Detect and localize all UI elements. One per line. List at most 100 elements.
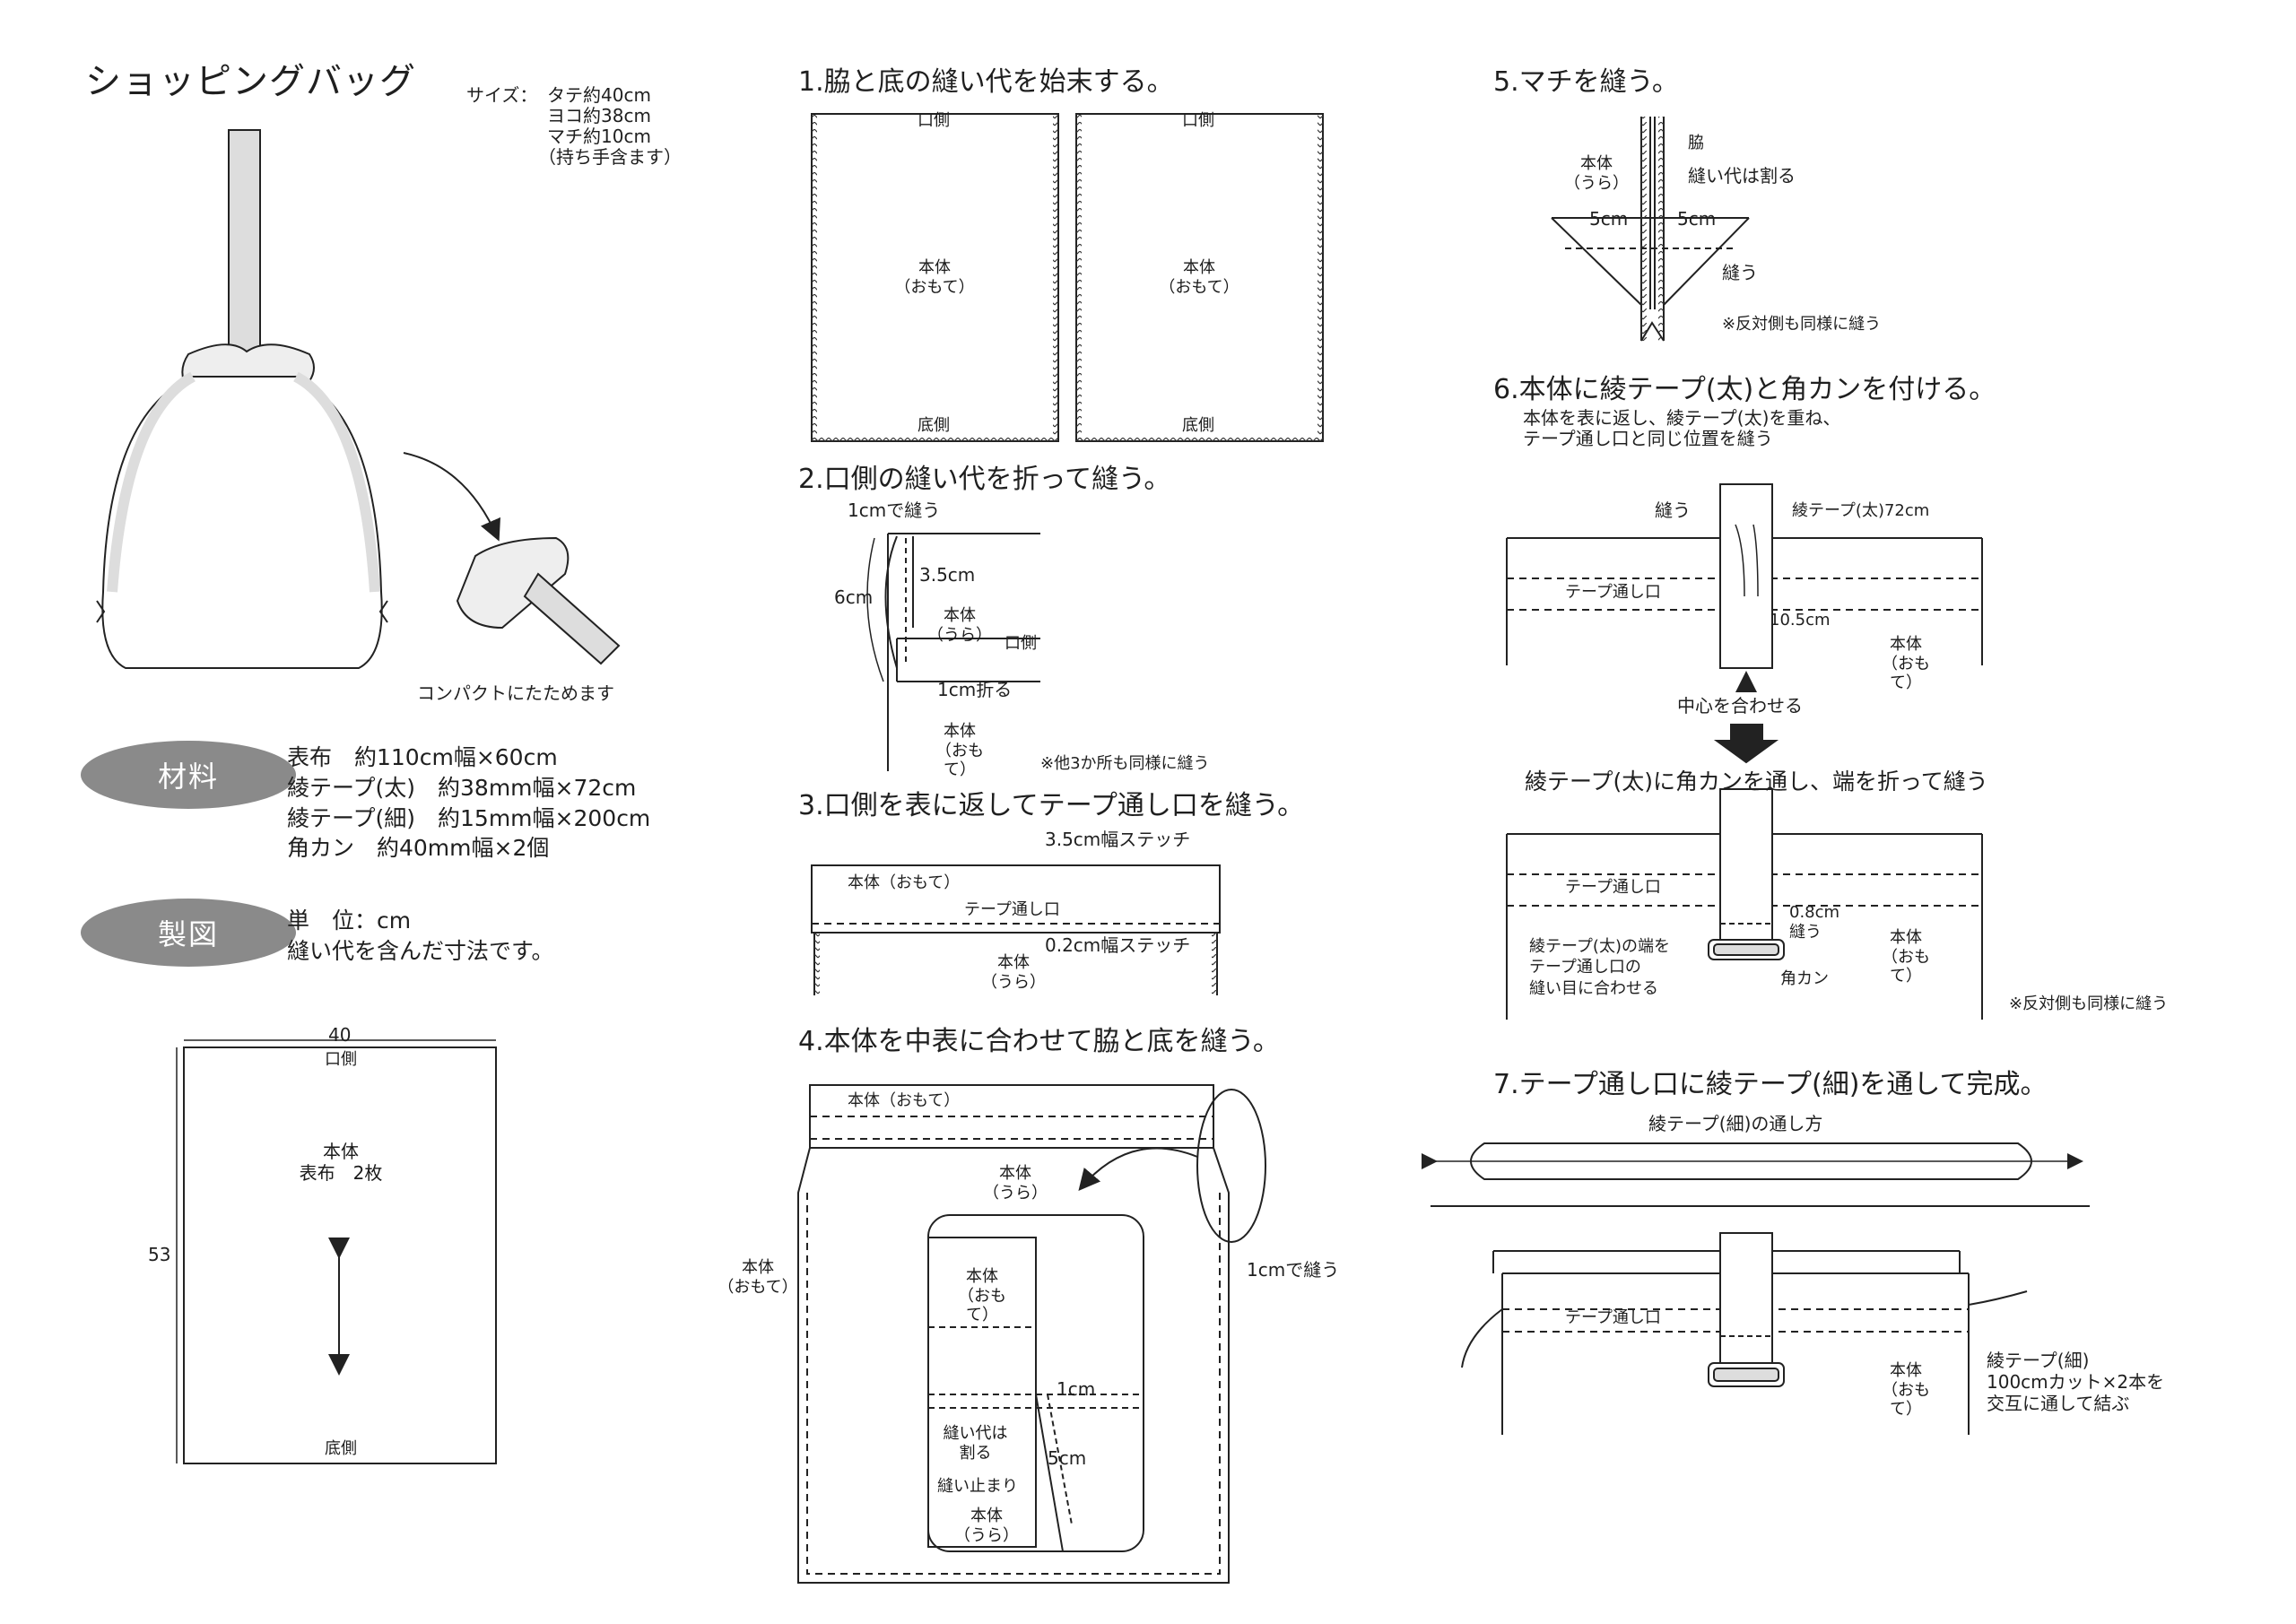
step4-inset-body-back: 本体 （うら） (951, 1507, 1022, 1545)
step4-body-face-side: 本体 （おもて） (718, 1258, 798, 1297)
body-label: 本体 (944, 722, 976, 741)
step6-instructions: 本体を表に返し、綾テープ(太)を重ね、 テープ通し口と同じ位置を縫う (1523, 408, 1840, 449)
step1-body-right: 本体 （おもて） (1145, 258, 1253, 297)
step6-tape72: 綾テープ(太)72cm (1792, 501, 1930, 520)
step1-top-left: 口側 (918, 111, 950, 130)
pattern-note-line: 縫い代を含んだ寸法です。 (287, 937, 554, 964)
step5-5cm-right: 5cm (1677, 208, 1717, 230)
back-label: （うら） (983, 1183, 1048, 1203)
step7-illustration (1422, 1142, 2090, 1435)
body-label: 本体 (997, 953, 1030, 972)
step6-title: 6.本体に綾テープ(太)と角カンを付ける。 (1493, 374, 1996, 405)
body-label: 本体 (1890, 635, 1922, 654)
step7-route: 綾テープ(細)の通し方 (1648, 1113, 1823, 1134)
step3-stitch35: 3.5cm幅ステッチ (1045, 829, 1191, 850)
step6-bottom-illustration (1506, 788, 1983, 1020)
step6-center: 中心を合わせる (1677, 695, 1803, 716)
step6-channel: テープ通し口 (1565, 583, 1661, 602)
step6-end-note: 綾テープ(太)の端を テープ通し口の 縫い目に合わせる (1529, 936, 1670, 999)
step4-sew-label: 1cmで縫う (1247, 1259, 1340, 1281)
pattern-width: 40 (328, 1024, 352, 1046)
face-label: （おもて） (894, 277, 975, 297)
step5-body-back: 本体 （うら） (1561, 154, 1632, 193)
step5-sew: 縫う (1722, 262, 1758, 283)
step2-body-back: 本体 （うら） (924, 606, 996, 645)
face-label: （おもて） (1882, 947, 1930, 986)
face-label: （おもて） (958, 1286, 1006, 1325)
step2-fold-label: 1cm折る (937, 679, 1013, 700)
step6-08: 0.8cm (1789, 903, 1840, 922)
step7-tape-note: 綾テープ(細) 100cmカット×2本を 交互に通して結ぶ (1987, 1350, 2164, 1414)
size-list: タテ約40cm ヨコ約38cm マチ約10cm （持ち手含ます） (538, 85, 682, 168)
body-label: 本体 (1890, 1361, 1922, 1380)
step2-sew-label: 1cmで縫う (848, 499, 941, 521)
pattern-piece (176, 1039, 497, 1464)
materials-list: 表布 約110cm幅×60cm 綾テープ(太) 約38mm幅×72cm 綾テープ… (287, 743, 650, 864)
step4-body-face: 本体（おもて） (848, 1091, 961, 1110)
step2-35-label: 3.5cm (919, 564, 976, 586)
face-label: （おもて） (718, 1277, 798, 1297)
step5-side: 脇 (1688, 134, 1704, 152)
material-line: 綾テープ(太) 約38mm幅×72cm (287, 774, 637, 801)
step7-title: 7.テープ通し口に綾テープ(細)を通して完成。 (1493, 1069, 2048, 1100)
step4-5cm: 5cm (1048, 1447, 1087, 1469)
pattern-body: 本体 (323, 1141, 359, 1162)
step6-note: ※反対側も同様に縫う (2009, 994, 2169, 1013)
step4-stop: 縫い止まり (937, 1477, 1018, 1496)
step6-line: テープ通し口と同じ位置を縫う (1523, 428, 1773, 449)
pattern-bottom-label: 底側 (325, 1439, 357, 1458)
pattern-top-label: 口側 (325, 1050, 357, 1069)
step3-title: 3.口側を表に返してテープ通し口を縫う。 (798, 790, 1305, 821)
size-line: ヨコ約38cm (547, 105, 651, 126)
step1-bottom-left: 底側 (918, 416, 950, 435)
materials-badge: 材料 (81, 741, 296, 809)
step2-note: ※他3か所も同様に縫う (1040, 754, 1210, 773)
step1-title: 1.脇と底の縫い代を始末する。 (798, 66, 1174, 98)
fold-arrow (403, 452, 500, 542)
pattern-note-line: 単 位：cm (287, 908, 412, 934)
tape-line: 綾テープ(細) (1987, 1350, 2090, 1371)
step6-105: 10.5cm (1770, 611, 1831, 630)
step5-5cm-left: 5cm (1589, 208, 1629, 230)
material-line: 角カン 約40mm幅×2個 (287, 835, 550, 862)
face-label: （おもて） (1159, 277, 1239, 297)
step1-body-left: 本体 （おもて） (881, 258, 988, 297)
step3-stitch02: 0.2cm幅ステッチ (1045, 934, 1191, 956)
material-line: 綾テープ(細) 約15mm幅×200cm (287, 804, 651, 831)
end-line: テープ通し口の (1529, 958, 1641, 977)
step6-ring: 角カン (1780, 969, 1829, 988)
tape-line: 100cmカット×2本を (1987, 1371, 2165, 1393)
back-label: （うら） (1564, 173, 1629, 193)
step4-inset-body-face: 本体 （おもて） (946, 1267, 1018, 1325)
end-line: 綾テープ(太)の端を (1529, 937, 1670, 956)
back-label: （うら） (927, 625, 992, 645)
step6-top-illustration (1506, 483, 1983, 764)
page-title: ショッピングバッグ (85, 61, 416, 102)
back-label: （うら） (981, 972, 1046, 992)
material-line: 表布 約110cm幅×60cm (287, 744, 558, 770)
split-line: 割る (959, 1443, 992, 1463)
split-line: 縫い代は (943, 1424, 1008, 1443)
step6-channel-2: テープ通し口 (1565, 878, 1661, 897)
step6-line: 本体を表に返し、綾テープ(太)を重ね、 (1523, 407, 1841, 429)
body-label: 本体 (966, 1267, 998, 1286)
body-label: 本体 (1580, 154, 1613, 173)
step7-channel: テープ通し口 (1565, 1308, 1661, 1327)
step7-body-face: 本体 （おもて） (1870, 1361, 1942, 1420)
body-label: 本体 (970, 1507, 1003, 1525)
face-label: （おもて） (1882, 1380, 1930, 1420)
step2-6-label: 6cm (834, 586, 874, 608)
step6-sew: 縫う (1655, 499, 1691, 521)
size-line: マチ約10cm (547, 126, 651, 147)
step6-instr: 綾テープ(太)に角カンを通し、端を折って縫う (1525, 769, 1988, 795)
step4-1cm: 1cm (1057, 1378, 1096, 1400)
bag-illustration (96, 129, 388, 669)
pattern-body-label: 本体 表布 2枚 (269, 1141, 413, 1184)
step6-body-face-2: 本体 （おもて） (1870, 928, 1942, 986)
pattern-height: 53 (148, 1244, 171, 1265)
body-label: 本体 (999, 1164, 1031, 1183)
step2-body-face: 本体 （おもて） (924, 722, 996, 780)
body-label: 本体 (918, 258, 951, 277)
step5-illustration (1551, 117, 1750, 342)
